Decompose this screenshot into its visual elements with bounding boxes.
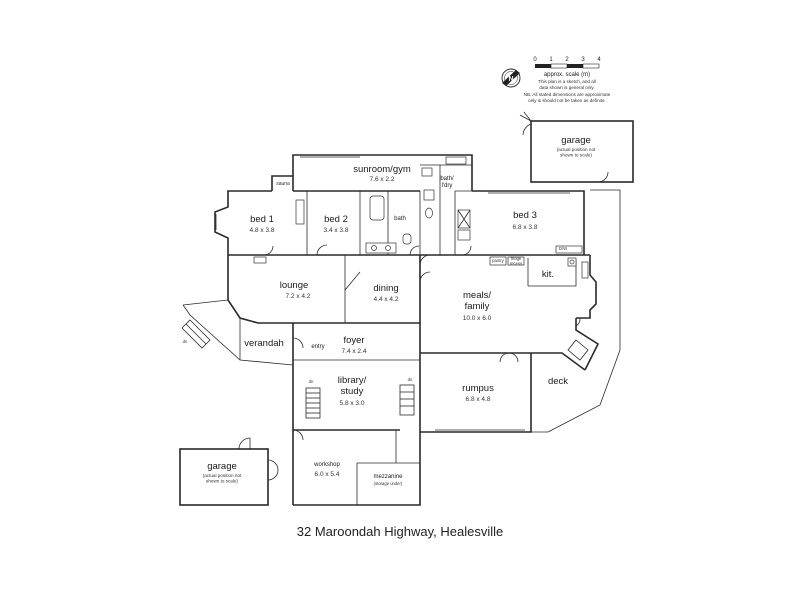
property-address: 32 Maroondah Highway, Healesville [296,524,504,539]
scale-tick-2: 2 [565,57,569,63]
room-lounge-name: lounge [280,280,309,291]
dw-label: D/W [559,246,567,251]
scale-label: approx. scale (m) [544,72,590,78]
room-bathldry-line: bath/l'dry [440,176,454,189]
scale-note-line: data shown is general only. [539,85,594,90]
north-compass-icon: N [501,68,521,88]
room-meals-name: meals/family [463,290,491,312]
room-lounge-dim: 7.2 x 4.2 [286,293,311,300]
room-entry-name: entry [311,344,324,350]
scale-bar: 0 1 2 3 4 approx. scale (m) This plan is… [524,57,611,103]
windows [215,154,570,433]
bathroom-fixtures [253,156,471,264]
room-bed2-name: bed 2 [324,214,348,225]
room-sauna-name: sauna [276,181,290,187]
scale-tick-3: 3 [581,57,585,63]
doors [263,244,581,441]
room-library-dim: 5.8 x 3.0 [340,400,365,407]
house-walls [182,154,621,506]
down-label: dn [183,339,188,344]
scale-tick-4: 4 [597,57,601,63]
scale-note-line: This plan is a sketch, and all [538,79,596,84]
scale-note-line: NB. All stated dimensions are approximat… [524,92,611,97]
room-deck-name: deck [548,376,568,387]
room-bed1-dim: 4.8 x 3.8 [250,227,275,234]
scale-tick-1: 1 [549,57,553,63]
room-workshop-name: workshop [313,462,340,468]
room-rumpus-dim: 6.8 x 4.8 [466,396,491,403]
room-dining-dim: 4.4 x 4.2 [374,296,399,303]
scale-tick-0: 0 [533,57,537,63]
pantry-label: pantry [492,258,505,263]
room-kit-name: kit. [542,269,554,280]
room-sunroom-name: sunroom/gym [353,164,411,175]
compass-label: N [508,76,513,83]
room-mezzanine-sub: (storage under) [374,481,403,486]
room-workshop-dim: 6.0 x 5.4 [315,471,340,478]
down-label: dn [309,379,314,384]
room-bed2-dim: 3.4 x 3.8 [324,227,349,234]
room-sunroom-dim: 7.6 x 2.2 [370,176,395,183]
room-labels: sunroom/gym 7.6 x 2.2 sauna bed 1 4.8 x … [244,164,568,486]
room-foyer-name: foyer [343,335,364,346]
room-mezzanine-name: mezzanine [373,474,403,480]
room-bed3-dim: 6.8 x 3.8 [513,224,538,231]
room-verandah-name: verandah [244,338,284,349]
down-label: dn [408,377,413,382]
room-dining-name: dining [373,283,398,294]
room-bed1-name: bed 1 [250,214,274,225]
room-library-name: library/study [338,375,367,397]
garage-bottom-name: garage [207,461,237,472]
scale-note-line: only & should not be taken as definite. [528,98,606,103]
stairs [181,319,589,419]
room-meals-dim: 10.0 x 6.0 [463,315,492,322]
room-bath-name: bath [394,216,406,222]
room-bed3-name: bed 3 [513,210,537,221]
room-foyer-dim: 7.4 x 2.4 [342,348,367,355]
garage-top-name: garage [561,135,591,146]
room-rumpus-name: rumpus [462,383,494,394]
